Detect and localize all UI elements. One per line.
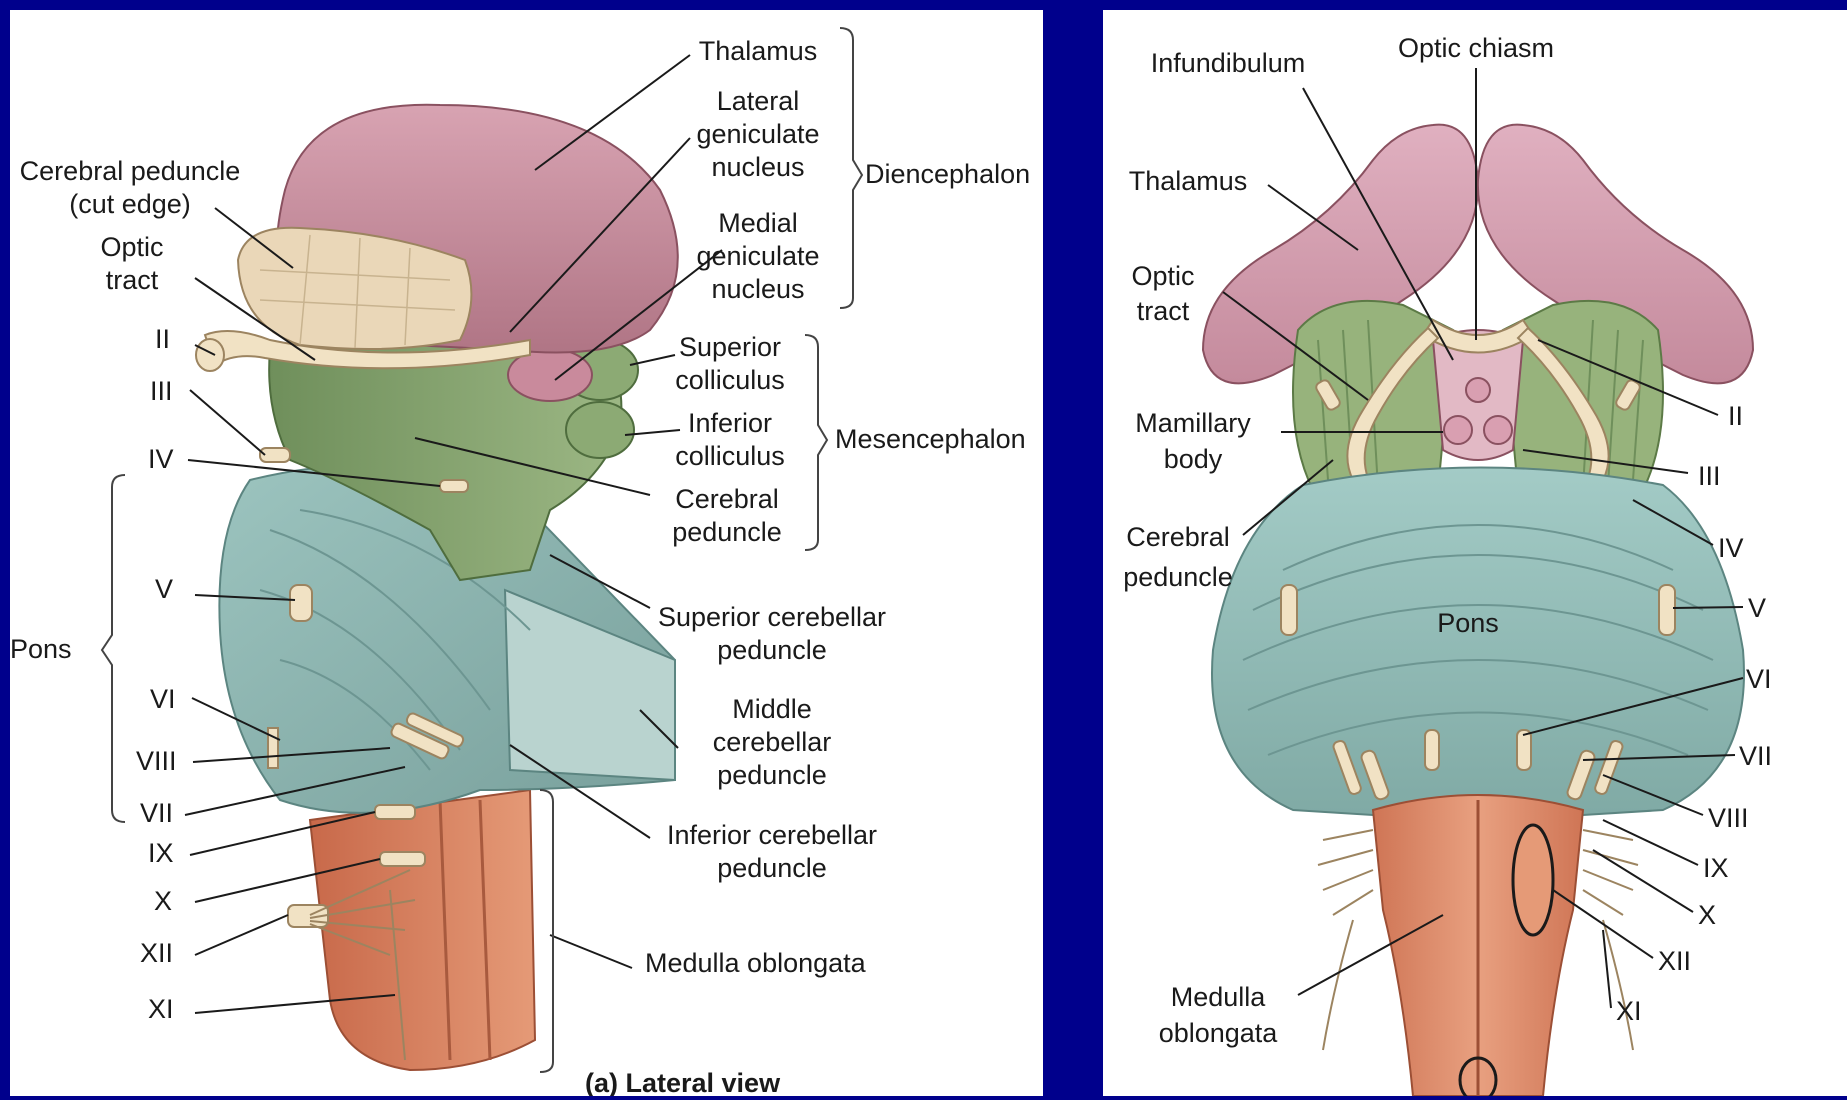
label-sup-colliculus-2: colliculus — [675, 365, 785, 395]
label-optic-tract-ventral-2: tract — [1137, 296, 1190, 326]
label-cerebral-peduncle-ventral-1: Cerebral — [1126, 522, 1230, 552]
label-sup-cereb-ped-2: peduncle — [717, 635, 827, 665]
lateral-leader-lines — [184, 54, 723, 1014]
label-inf-cereb-ped-1: Inferior cerebellar — [667, 820, 877, 850]
label-mgn-2: geniculate — [696, 241, 819, 271]
label-sup-cereb-ped-1: Superior cerebellar — [658, 602, 886, 632]
label-ventral-nerve-iii: III — [1698, 461, 1721, 491]
label-mid-cereb-ped-2: cerebellar — [713, 727, 832, 757]
lateral-view-diagram: Thalamus Lateral geniculate nucleus Medi… — [10, 27, 1030, 1096]
label-cerebral-peduncle-2: peduncle — [672, 517, 782, 547]
label-ventral-nerve-xii: XII — [1658, 946, 1691, 976]
caption-lateral-view: (a) Lateral view — [585, 1068, 781, 1096]
label-mgn-1: Medial — [718, 208, 798, 238]
label-mgn-3: nucleus — [711, 274, 804, 304]
label-inf-colliculus-2: colliculus — [675, 441, 785, 471]
label-optic-chiasm: Optic chiasm — [1398, 33, 1554, 63]
label-nerve-xii: XII — [140, 938, 173, 968]
label-thalamus-ventral: Thalamus — [1129, 166, 1248, 196]
label-cerebral-peduncle-ventral-2: peduncle — [1123, 562, 1233, 592]
label-mamillary-2: body — [1164, 444, 1223, 474]
label-cp-cut-1: Cerebral peduncle — [20, 156, 241, 186]
label-mid-cereb-ped-1: Middle — [732, 694, 812, 724]
ventral-leader-lines — [1222, 68, 1744, 1009]
label-lgn-2: geniculate — [696, 119, 819, 149]
label-pons-ventral: Pons — [1437, 608, 1499, 638]
label-optic-tract-ventral-1: Optic — [1131, 261, 1194, 291]
right-thalamus-shape — [1476, 123, 1755, 385]
label-infundibulum: Infundibulum — [1151, 48, 1306, 78]
label-medulla: Medulla oblongata — [645, 948, 867, 978]
label-nerve-viii: VIII — [136, 746, 177, 776]
optic-tract-shape — [203, 330, 531, 370]
lateral-view-panel: Thalamus Lateral geniculate nucleus Medi… — [10, 10, 1043, 1096]
label-nerve-xi: XI — [148, 994, 174, 1024]
label-nerve-ix: IX — [148, 838, 174, 868]
lateral-braces — [100, 27, 864, 1073]
label-cp-cut-2: (cut edge) — [69, 189, 191, 219]
label-mid-cereb-ped-3: peduncle — [717, 760, 827, 790]
label-thalamus: Thalamus — [699, 36, 818, 66]
label-inf-colliculus-1: Inferior — [688, 408, 772, 438]
label-nerve-x: X — [154, 886, 172, 916]
label-medulla-ventral-1: Medulla — [1171, 982, 1267, 1012]
label-inf-cereb-ped-2: peduncle — [717, 853, 827, 883]
label-cerebral-peduncle-1: Cerebral — [675, 484, 779, 514]
cut-edge-shape — [236, 226, 473, 350]
label-ventral-nerve-vii: VII — [1739, 741, 1772, 771]
label-lgn-1: Lateral — [717, 86, 800, 116]
ventral-view-diagram: Infundibulum Optic chiasm Thalamus Optic… — [1123, 33, 1772, 1096]
medulla-shape — [308, 788, 537, 1072]
label-nerve-vii: VII — [140, 798, 173, 828]
label-medulla-ventral-2: oblongata — [1159, 1018, 1279, 1048]
label-ventral-nerve-xi: XI — [1616, 996, 1642, 1026]
label-sup-colliculus-1: Superior — [679, 332, 781, 362]
label-ventral-nerve-x: X — [1698, 900, 1716, 930]
label-mesencephalon: Mesencephalon — [835, 424, 1026, 454]
label-ventral-nerve-v: V — [1748, 593, 1766, 623]
label-optic-tract-1: Optic — [100, 232, 163, 262]
ventral-view-panel: Infundibulum Optic chiasm Thalamus Optic… — [1103, 10, 1847, 1096]
label-nerve-iii: III — [150, 376, 173, 406]
label-ventral-nerve-ix: IX — [1703, 853, 1729, 883]
label-nerve-v: V — [155, 574, 173, 604]
label-nerve-vi: VI — [150, 684, 176, 714]
label-diencephalon: Diencephalon — [865, 159, 1030, 189]
label-mamillary-1: Mamillary — [1135, 408, 1251, 438]
label-pons: Pons — [10, 634, 72, 664]
label-nerve-ii: II — [155, 324, 170, 354]
label-ventral-nerve-ii: II — [1728, 401, 1743, 431]
label-nerve-iv: IV — [148, 444, 174, 474]
label-optic-tract-2: tract — [106, 265, 159, 295]
label-ventral-nerve-viii: VIII — [1708, 803, 1749, 833]
pons-ventral-shape — [1211, 466, 1745, 817]
label-ventral-nerve-iv: IV — [1718, 533, 1744, 563]
label-lgn-3: nucleus — [711, 152, 804, 182]
label-ventral-nerve-vi: VI — [1746, 664, 1772, 694]
